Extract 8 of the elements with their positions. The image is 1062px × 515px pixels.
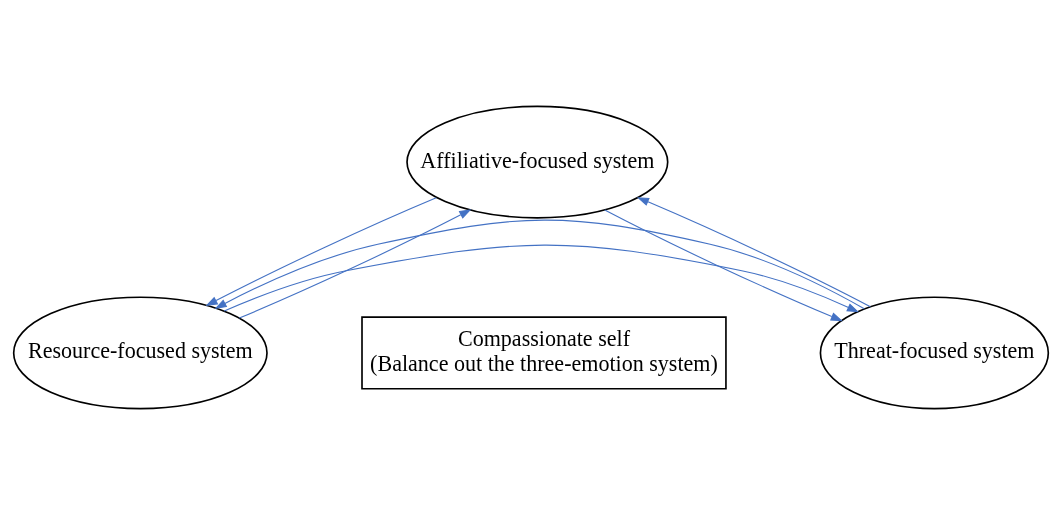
arrow xyxy=(214,219,865,310)
arrow xyxy=(636,197,871,308)
arrow xyxy=(238,209,472,319)
arrow xyxy=(604,209,843,322)
arrow xyxy=(205,197,437,307)
node-box: Compassionate self (Balance out the three-emotion system) xyxy=(361,316,727,390)
node-ellipse: Threat-focused system xyxy=(819,296,1050,410)
arrow xyxy=(223,244,859,313)
